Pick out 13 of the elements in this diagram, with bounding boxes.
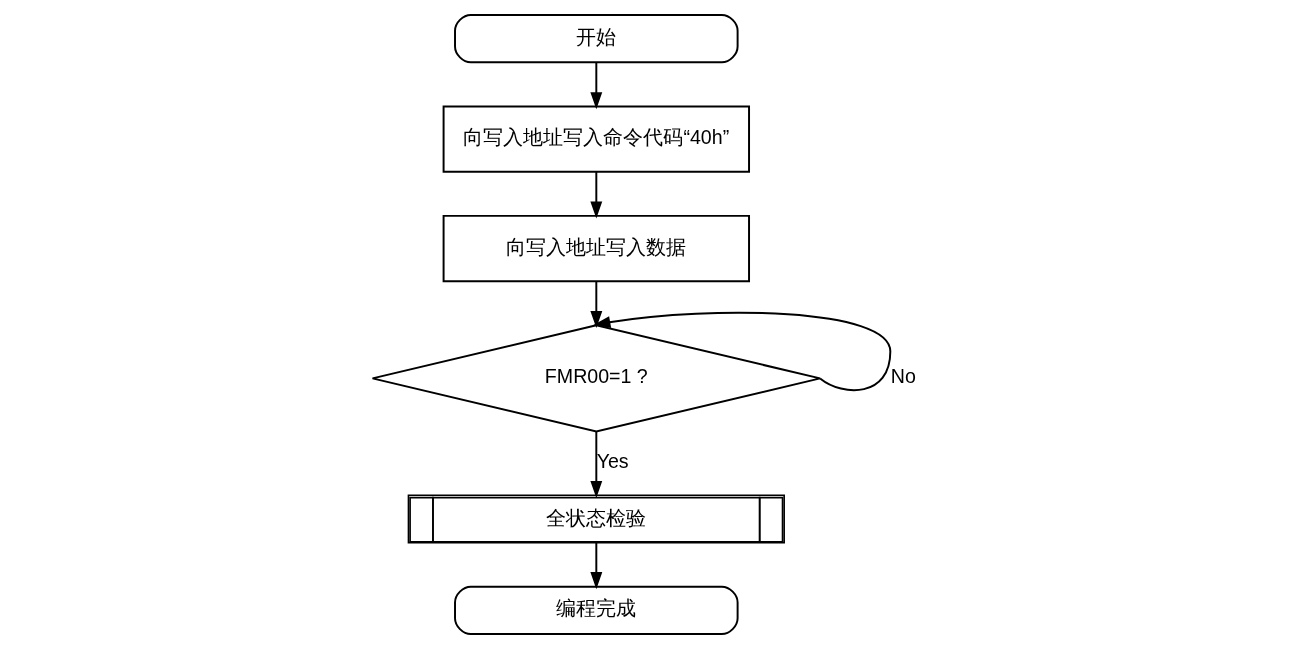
node-diamond: FMR00=1 ?	[371, 324, 822, 433]
node-box: 向写入地址写入数据	[442, 214, 750, 283]
node-box: 开始	[454, 14, 739, 64]
arrow	[590, 280, 603, 329]
arrow	[590, 61, 603, 110]
arrow	[590, 541, 603, 590]
arrow	[590, 430, 603, 499]
edge-label: Yes	[596, 450, 629, 473]
edge-label: No	[890, 365, 916, 388]
arrow	[593, 311, 892, 392]
node-box: 编程完成	[454, 585, 739, 635]
node-box: 向写入地址写入命令代码“40h”	[442, 105, 750, 173]
arrow	[590, 171, 603, 219]
